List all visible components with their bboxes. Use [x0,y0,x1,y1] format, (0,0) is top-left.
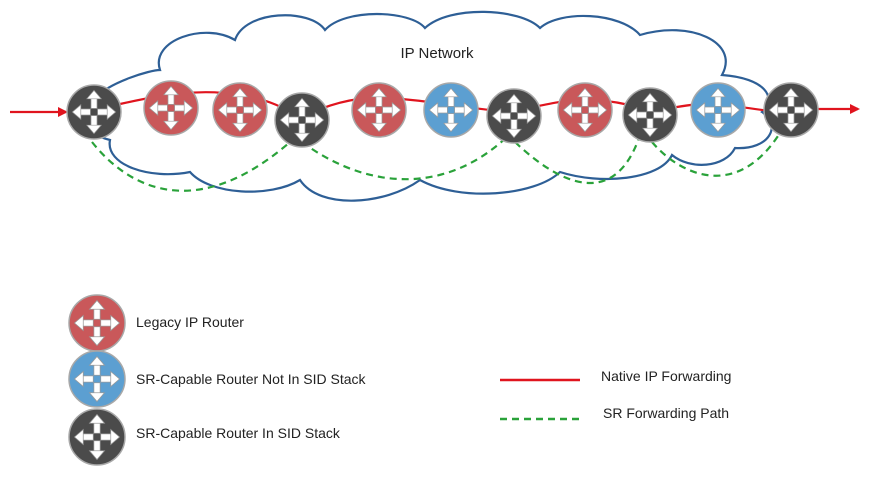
legend-sr-in-stack-label: SR-Capable Router In SID Stack [136,425,341,441]
legend-sr-not-in-stack: SR-Capable Router Not In SID Stack [68,350,367,408]
sr-in-stack-router-9 [622,87,678,143]
legend-sr-path: SR Forwarding Path [500,405,729,421]
cloud-title: IP Network [400,45,474,62]
legacy-router-8 [557,82,613,138]
sr-in-stack-router-1 [66,84,122,140]
legend-sr-in-stack: SR-Capable Router In SID Stack [68,408,341,466]
sr-in-stack-router-4 [274,92,330,148]
legend-legacy-router: Legacy IP Router [68,294,244,352]
legend-sr-path-label: SR Forwarding Path [603,405,729,421]
sr-capable-router-10 [690,82,746,138]
sr-capable-router-6 [423,82,479,138]
sr-capable-router-icon [68,350,126,408]
legacy-router-2 [143,80,199,136]
sr-in-stack-router-11 [763,82,819,138]
legend: Legacy IP Router SR-Capable Router Not I… [68,294,731,466]
legacy-router-3 [212,82,268,138]
legacy-router-5 [351,82,407,138]
legacy-router-icon [68,294,126,352]
legend-native-ip: Native IP Forwarding [500,368,731,384]
sr-in-stack-router-icon [68,408,126,466]
router-chain [66,80,819,148]
legend-sr-not-in-stack-label: SR-Capable Router Not In SID Stack [136,371,367,387]
sr-forwarding-path [91,134,779,192]
sr-in-stack-router-7 [486,88,542,144]
legend-legacy-router-label: Legacy IP Router [136,314,244,330]
legend-native-ip-label: Native IP Forwarding [601,368,731,384]
